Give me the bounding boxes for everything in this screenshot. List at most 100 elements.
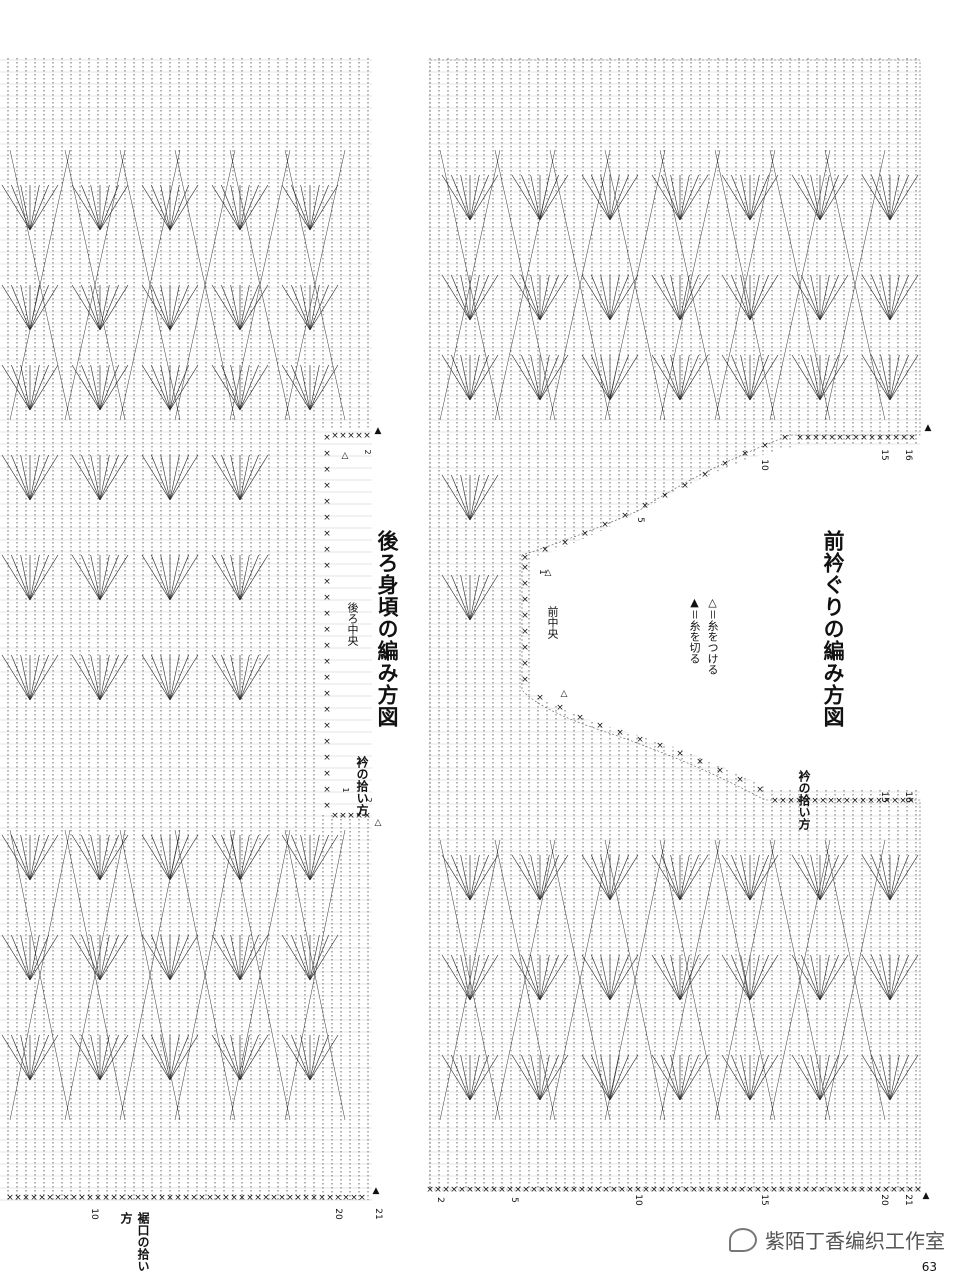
sc-stitch: ×	[875, 796, 883, 806]
back-diagonal-stitch	[9, 829, 71, 1121]
front-fan-stitch	[801, 954, 821, 1001]
sc-stitch: ×	[876, 433, 884, 443]
back-fan-stitch	[309, 934, 329, 981]
attach-yarn-marker: △	[561, 689, 568, 699]
front-fan-stitch	[819, 954, 830, 1001]
sc-stitch: ×	[900, 433, 908, 443]
front-fan-stitch	[539, 354, 569, 401]
front-fan-stitch	[679, 174, 709, 221]
back-diagonal-stitch	[64, 829, 126, 1121]
front-center-label: 前中央	[546, 606, 559, 639]
front-fan-stitch	[861, 354, 891, 401]
front-fan-stitch	[539, 354, 550, 401]
back-fan-stitch	[169, 1034, 180, 1081]
front-fan-stitch	[521, 174, 541, 221]
sc-stitch: ×	[851, 796, 859, 806]
front-fan-stitch	[511, 1054, 541, 1101]
back-fan-stitch	[160, 1034, 171, 1081]
sc-stitch: ×	[835, 796, 843, 806]
back-collar-pickup-label: 衿の拾い方	[355, 756, 369, 816]
back-fan-stitch	[300, 1034, 311, 1081]
back-fan-stitch	[81, 184, 101, 231]
sc-stitch: ×	[746, 1185, 754, 1195]
back-fan-stitch	[239, 284, 259, 331]
front-fan-stitch	[670, 954, 681, 1001]
back-fan-stitch	[239, 1034, 259, 1081]
back-fan-stitch	[99, 284, 110, 331]
back-fan-stitch	[169, 834, 180, 881]
back-fan-stitch	[291, 364, 311, 411]
row-number: 21	[373, 1208, 383, 1219]
back-fan-stitch	[99, 364, 110, 411]
front-fan-stitch	[609, 274, 629, 321]
front-fan-stitch	[679, 854, 709, 901]
back-fan-stitch	[29, 184, 59, 231]
back-fan-stitch	[169, 934, 189, 981]
back-fan-stitch	[71, 364, 101, 411]
front-fan-stitch	[731, 354, 751, 401]
back-fan-stitch	[20, 554, 31, 601]
back-fan-stitch	[29, 184, 40, 231]
back-diagonal-stitch	[229, 829, 291, 1121]
back-fan-stitch	[169, 1034, 189, 1081]
front-fan-stitch	[591, 274, 611, 321]
sc-stitch: ×	[618, 1185, 626, 1195]
back-diagonal-stitch	[174, 829, 236, 1121]
front-chart-title: 前衿ぐりの編み方図	[821, 530, 845, 728]
back-fan-stitch	[29, 834, 49, 881]
back-fan-stitch	[309, 834, 339, 881]
back-fan-stitch	[281, 934, 311, 981]
back-fan-stitch	[71, 454, 101, 501]
sc-stitch: ×	[302, 1193, 310, 1203]
front-fan-stitch	[591, 954, 611, 1001]
back-fan-stitch	[169, 934, 180, 981]
back-fan-stitch	[239, 654, 250, 701]
sc-stitch: ×	[884, 433, 892, 443]
back-fan-stitch	[29, 454, 49, 501]
back-fan-stitch	[291, 1034, 311, 1081]
back-fan-stitch	[300, 834, 311, 881]
front-fan-stitch	[819, 174, 830, 221]
back-hem-pickup-label: 裾口の拾い方	[119, 1212, 150, 1272]
back-fan-stitch	[151, 934, 171, 981]
back-fan-stitch	[281, 834, 311, 881]
front-fan-stitch	[679, 274, 690, 321]
back-chart-title: 後ろ身頃の編み方図	[375, 530, 399, 728]
front-fan-stitch	[661, 954, 681, 1001]
front-fan-stitch	[791, 954, 821, 1001]
chat-bubble-icon	[729, 1227, 757, 1252]
front-fan-stitch	[441, 174, 471, 221]
back-fan-stitch	[169, 184, 189, 231]
front-fan-stitch	[889, 174, 900, 221]
back-fan-stitch	[99, 934, 110, 981]
back-fan-stitch	[81, 834, 101, 881]
front-fan-stitch	[731, 1054, 751, 1101]
sc-stitch: ×	[482, 1185, 490, 1195]
front-fan-stitch	[451, 574, 471, 621]
back-fan-stitch	[160, 364, 171, 411]
front-fan-stitch	[469, 474, 480, 521]
back-fan-stitch	[169, 284, 199, 331]
back-fan-stitch	[211, 454, 241, 501]
front-fan-stitch	[819, 854, 839, 901]
back-fan-stitch	[99, 934, 129, 981]
front-diagonal-stitch	[549, 839, 611, 1121]
sc-stitch: ×	[254, 1193, 262, 1203]
sc-stitch: ×	[827, 796, 835, 806]
sc-stitch: ×	[342, 1193, 350, 1203]
row-number: 10	[633, 1194, 643, 1206]
sc-stitch: ×	[490, 1185, 498, 1195]
back-fan-stitch	[71, 284, 101, 331]
sc-stitch: ×	[521, 675, 529, 685]
back-diagonal-stitch	[284, 829, 346, 1121]
sc-stitch: ×	[174, 1193, 182, 1203]
front-fan-stitch	[469, 174, 480, 221]
front-fan-stitch	[469, 574, 480, 621]
back-fan-stitch	[29, 284, 49, 331]
back-fan-stitch	[291, 834, 311, 881]
front-diagonal-stitch	[659, 149, 721, 421]
front-fan-stitch	[609, 954, 620, 1001]
sc-stitch: ×	[819, 796, 827, 806]
neck-opening	[530, 445, 930, 790]
